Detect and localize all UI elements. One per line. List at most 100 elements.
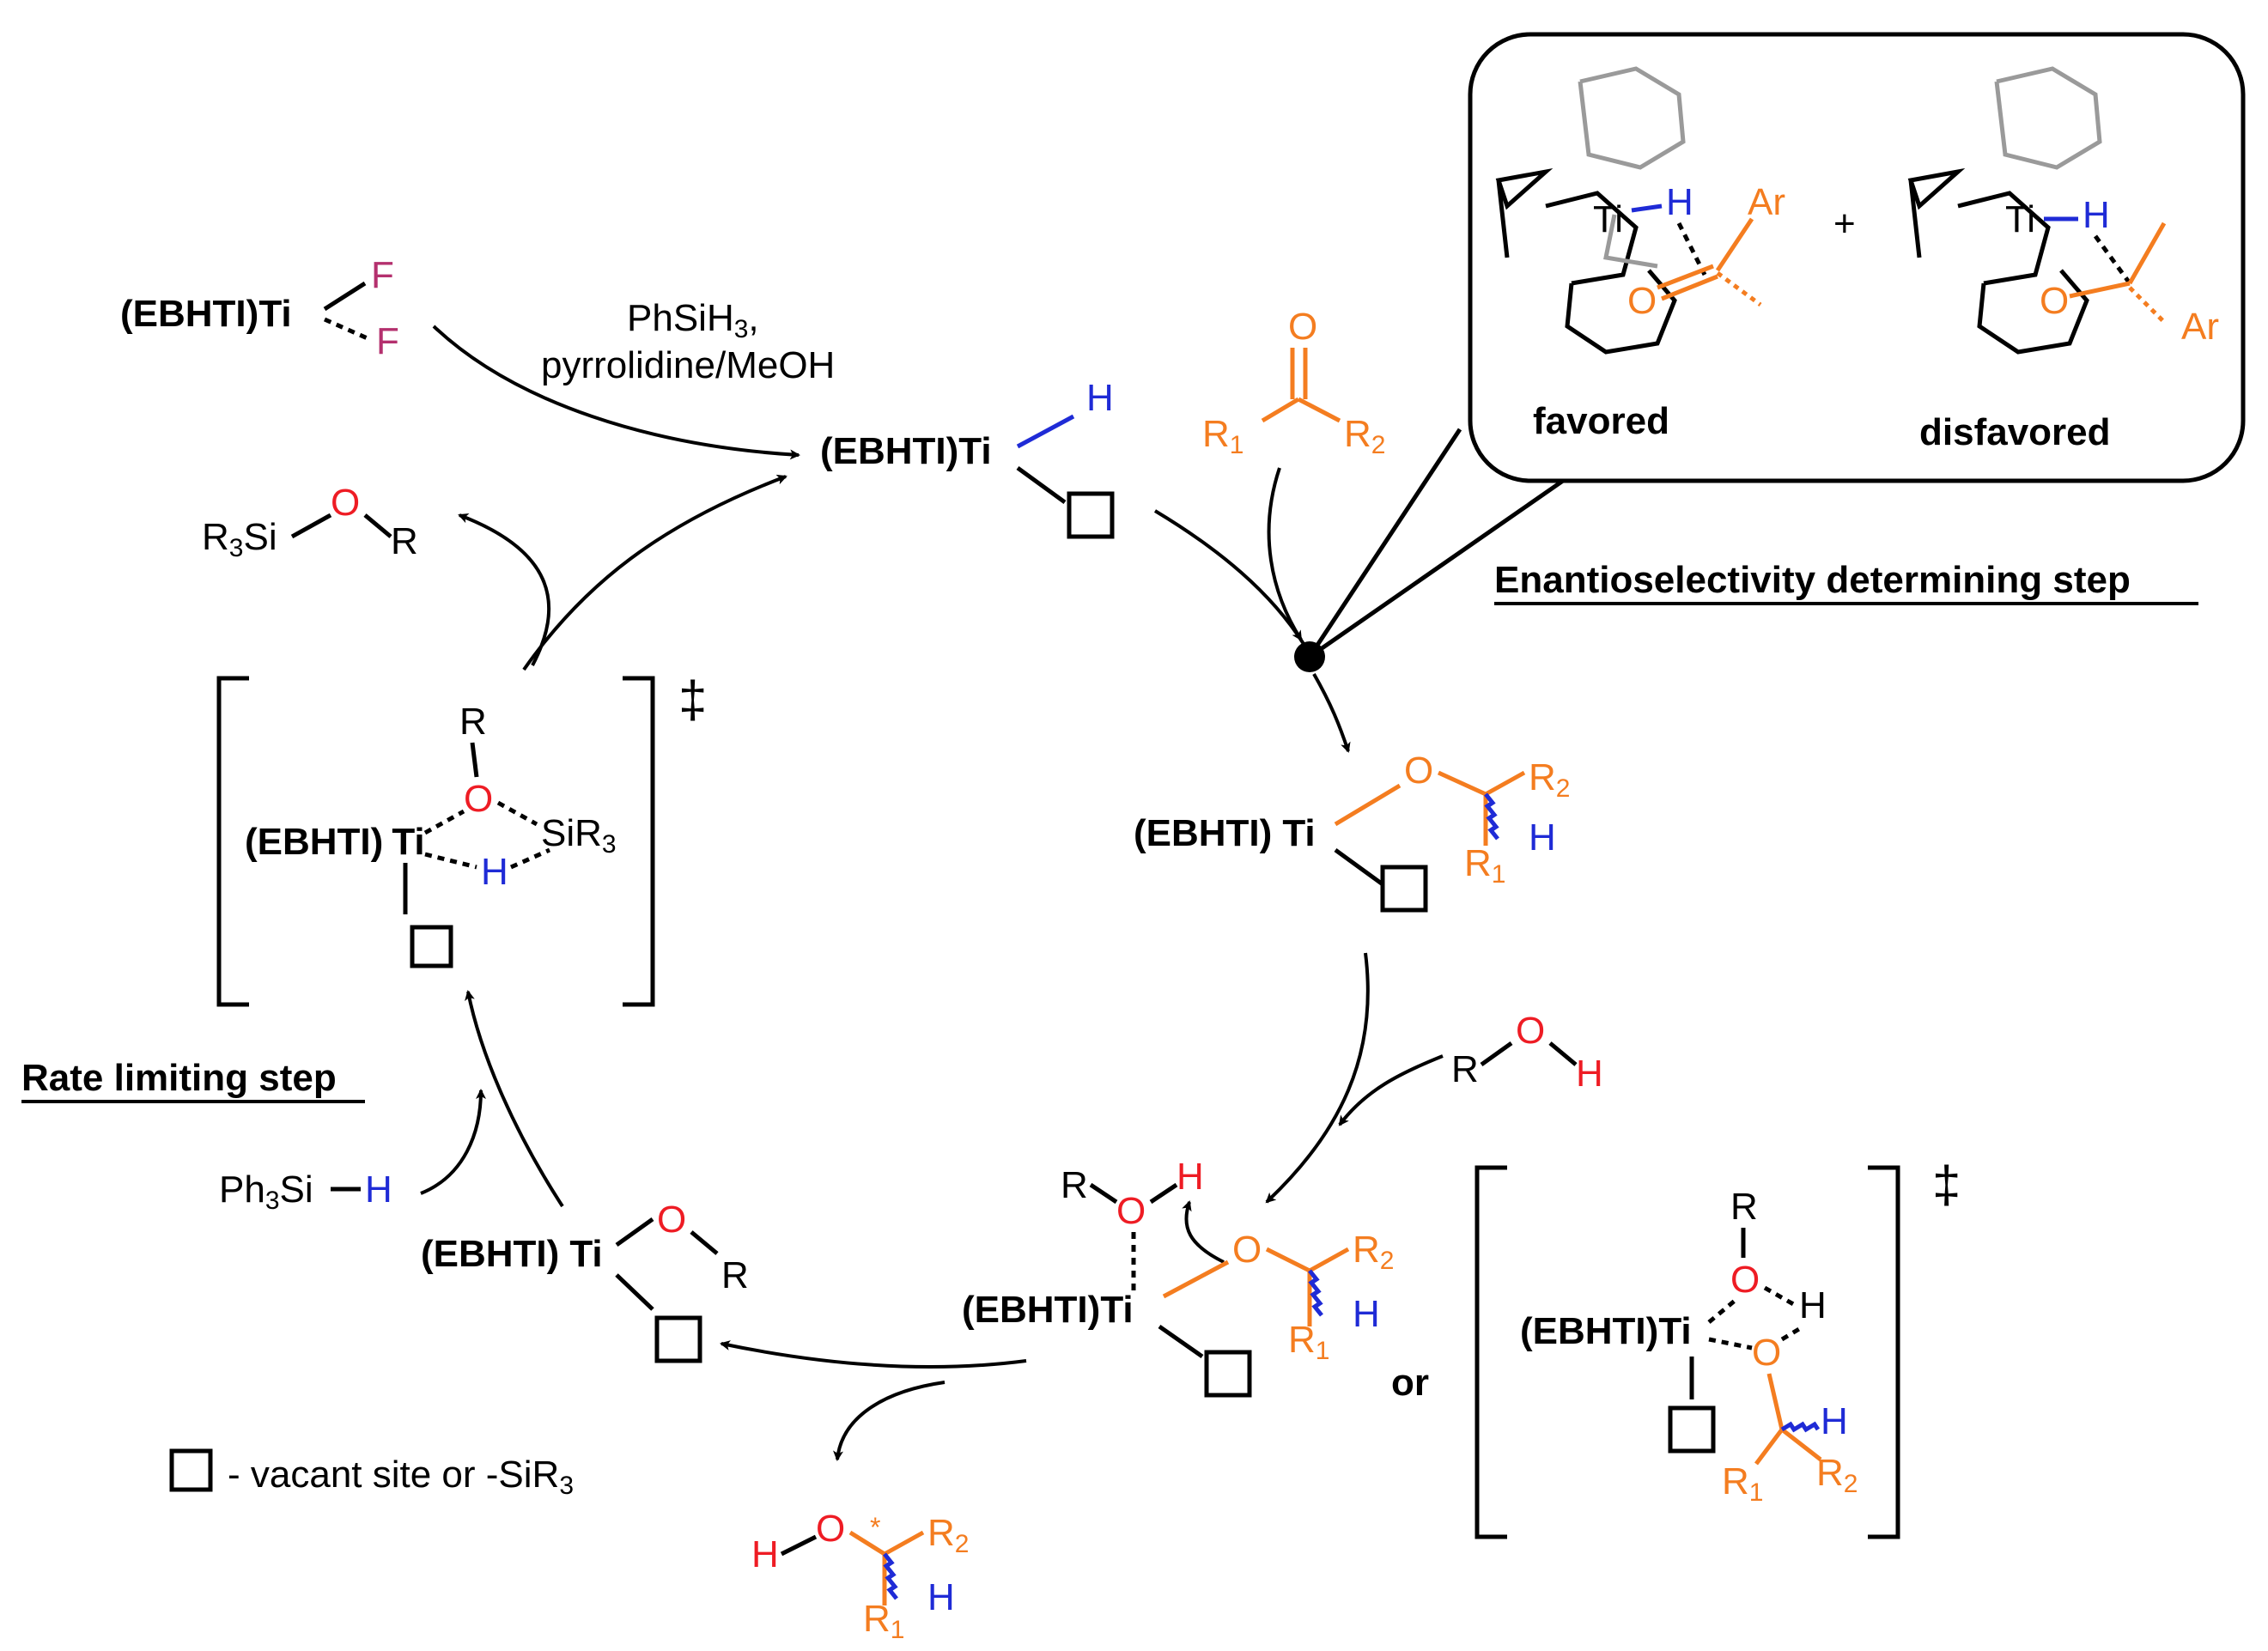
arrow-product-release — [833, 1381, 946, 1461]
svg-text:O: O — [331, 482, 360, 524]
svg-text:O: O — [1288, 306, 1317, 348]
product-alcohol: H O * R2 R1 H — [751, 1508, 969, 1644]
svg-text:R2: R2 — [1816, 1452, 1858, 1498]
inset-frame — [1468, 32, 2246, 483]
transition-state-inset: Ti H O Ar favored + Ti H O A — [1468, 32, 2246, 483]
svg-text:R2: R2 — [1353, 1229, 1394, 1275]
arrow-activation — [432, 325, 800, 460]
svg-text:H: H — [1576, 1053, 1603, 1095]
eds-label: Enantioselectivity determining step — [1494, 559, 2131, 601]
svg-text:O: O — [1730, 1259, 1760, 1301]
vacant-site-box — [1067, 491, 1115, 539]
ti-alkoxide-or: (EBHTI)Ti O R — [421, 1199, 749, 1363]
svg-text:‡: ‡ — [1932, 1156, 1961, 1213]
svg-text:Ti: Ti — [2005, 198, 2035, 240]
arrow-to-alkoxide — [1312, 673, 1351, 753]
svg-text:H: H — [927, 1576, 955, 1618]
svg-text:R: R — [721, 1254, 749, 1296]
svg-text:(EBHTI)Ti: (EBHTI)Ti — [120, 293, 292, 335]
arrow-protonolysis — [1265, 952, 1370, 1204]
arrow-silane-in — [420, 1089, 486, 1195]
precatalyst-tif2: (EBHTI)Ti F F — [120, 254, 399, 362]
svg-text:(EBHTI)Ti: (EBHTI)Ti — [1134, 812, 1316, 854]
svg-text:R: R — [1061, 1164, 1088, 1206]
svg-text:H: H — [1529, 816, 1556, 859]
svg-text:*: * — [870, 1512, 880, 1543]
alcohol-roh: R O H — [1451, 1010, 1603, 1095]
svg-text:O: O — [657, 1199, 686, 1241]
svg-text:R2: R2 — [1529, 756, 1570, 803]
svg-text:H: H — [1177, 1156, 1204, 1198]
svg-text:O: O — [816, 1508, 845, 1550]
arrow-to-ti-or — [720, 1340, 1027, 1369]
svg-text:R3Si: R3Si — [202, 516, 277, 562]
svg-text:R1: R1 — [1202, 413, 1243, 459]
svg-text:R1: R1 — [863, 1598, 904, 1644]
svg-text:F: F — [376, 320, 399, 362]
ti-site-bond — [1016, 465, 1067, 505]
arrow-silyl-ether-out — [458, 513, 551, 666]
svg-text:H: H — [1353, 1293, 1380, 1335]
arrow-ketone-in — [1267, 467, 1303, 641]
legend: - vacant site or -SiR3 — [169, 1448, 574, 1500]
favored-model: Ti H O Ar favored — [1495, 66, 1785, 442]
svg-text:favored: favored — [1533, 400, 1669, 442]
svg-text:O: O — [1232, 1229, 1262, 1271]
wedge-bond — [323, 281, 367, 312]
svg-text:R: R — [1730, 1186, 1758, 1228]
svg-text:R1: R1 — [1464, 842, 1505, 889]
inset-pointer-right — [1308, 478, 1565, 659]
ti-h-bond — [1016, 414, 1075, 449]
legend-box — [169, 1448, 213, 1492]
central-complex: R O H (EBHTI)Ti O R2 R1 H — [962, 1156, 1394, 1398]
transition-state-1: ‡ R O SiR3 (EBHTI)Ti H — [216, 671, 707, 1007]
svg-text:H: H — [481, 851, 508, 893]
arrow-regenerate-hydride — [522, 474, 787, 671]
svg-text:R: R — [1451, 1048, 1479, 1090]
svg-text:H: H — [1821, 1400, 1848, 1442]
svg-text:O: O — [2040, 280, 2069, 322]
transition-state-2: ‡ R O H (EBHTI)Ti O H R1 R2 — [1475, 1156, 1961, 1539]
junction-dot — [1294, 641, 1325, 672]
svg-text:O: O — [1404, 750, 1433, 792]
svg-text:SiR3: SiR3 — [541, 812, 617, 859]
svg-text:H: H — [2083, 194, 2110, 236]
svg-text:H: H — [1086, 377, 1114, 419]
hash-bond — [323, 317, 371, 342]
svg-text:R2: R2 — [1344, 413, 1385, 459]
svg-text:R: R — [459, 701, 487, 743]
reagents-label: PhSiH3, pyrrolidine/MeOH — [541, 297, 835, 386]
or-label: or — [1391, 1362, 1429, 1404]
svg-text:- vacant site or -SiR3: - vacant site or -SiR3 — [228, 1454, 574, 1500]
svg-text:H: H — [365, 1168, 392, 1211]
inset-pointer-left — [1307, 428, 1462, 659]
svg-text:(EBHTI)Ti: (EBHTI)Ti — [962, 1289, 1134, 1331]
arrow-alcohol-in — [1338, 1054, 1444, 1126]
svg-text:R2: R2 — [927, 1512, 969, 1558]
svg-text:(EBHTI)Ti: (EBHTI)Ti — [820, 430, 992, 472]
svg-text:F: F — [371, 254, 394, 296]
svg-text:PhSiH3,: PhSiH3, — [627, 297, 759, 343]
disfavored-model: Ti H O Ar disfavored — [1907, 66, 2219, 453]
svg-text:R1: R1 — [1288, 1319, 1329, 1365]
arrow-to-junction — [1153, 509, 1305, 646]
svg-text:disfavored: disfavored — [1919, 411, 2111, 453]
svg-text:R: R — [391, 520, 418, 562]
svg-text:(EBHTI)Ti: (EBHTI)Ti — [1520, 1310, 1692, 1352]
svg-text:O: O — [1752, 1332, 1781, 1374]
ketone: O R1 R2 — [1202, 306, 1385, 459]
ti-alkoxide: (EBHTI)Ti O R2 R1 H — [1134, 750, 1570, 913]
svg-text:H: H — [1799, 1284, 1827, 1326]
svg-text:+: + — [1833, 203, 1856, 245]
rls-label: Rate limiting step — [21, 1057, 337, 1099]
svg-text:Ph3Si: Ph3Si — [219, 1168, 313, 1215]
svg-text:H: H — [1666, 181, 1693, 223]
svg-text:O: O — [464, 778, 493, 820]
arrow-sigma-bond-metathesis — [465, 990, 564, 1208]
svg-text:(EBHTI)Ti: (EBHTI)Ti — [421, 1233, 603, 1275]
svg-text:R1: R1 — [1722, 1460, 1763, 1507]
svg-text:Ti: Ti — [1593, 198, 1623, 240]
svg-text:pyrrolidine/MeOH: pyrrolidine/MeOH — [541, 344, 835, 386]
svg-text:‡: ‡ — [678, 671, 707, 728]
